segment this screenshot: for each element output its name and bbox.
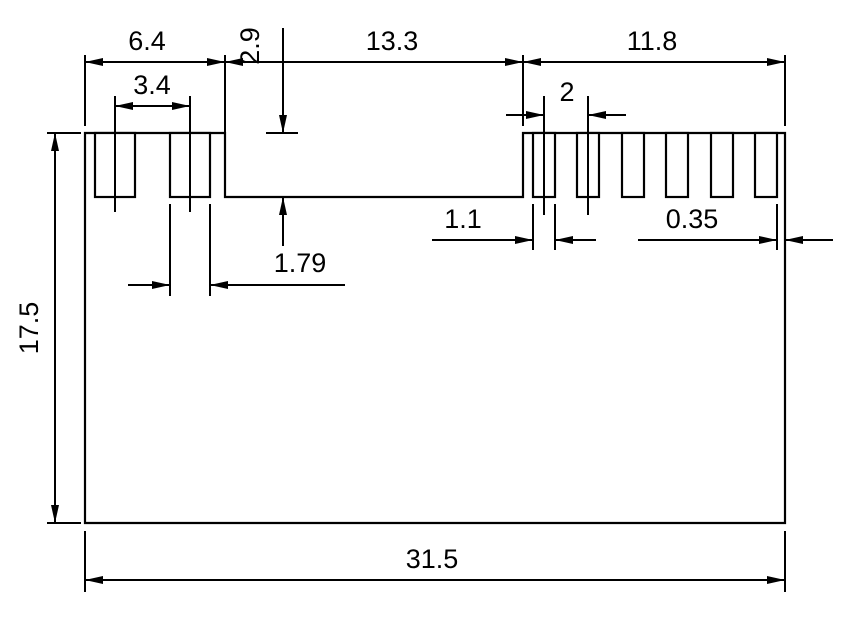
dim-label-13-3: 13.3 xyxy=(366,26,419,56)
dim-label-1-1: 1.1 xyxy=(444,204,482,234)
dim-label-6-4: 6.4 xyxy=(128,26,166,56)
dim-slot-depth: 2.9 xyxy=(235,27,298,246)
right-slot-3 xyxy=(620,131,646,199)
dim-label-2: 2 xyxy=(559,77,574,107)
dim-overall-width: 31.5 xyxy=(84,531,786,592)
dim-label-1-79: 1.79 xyxy=(274,248,327,278)
dim-right-slot-width: 1.1 xyxy=(432,204,596,250)
right-slot-4 xyxy=(664,131,690,199)
right-slot-6 xyxy=(753,131,779,199)
dim-label-17-5: 17.5 xyxy=(14,302,44,355)
dim-label-3-4: 3.4 xyxy=(133,70,171,100)
dim-center-recess-width: 13.3 xyxy=(225,26,524,126)
dim-right-slot-pitch: 2 xyxy=(506,77,626,215)
dim-overall-height: 17.5 xyxy=(14,132,81,524)
dim-label-31-5: 31.5 xyxy=(406,544,459,574)
right-slot-5 xyxy=(709,131,735,199)
part-outline xyxy=(83,131,787,525)
dim-left-slot-width: 1.79 xyxy=(128,204,345,296)
dim-label-2-9: 2.9 xyxy=(235,27,265,65)
dim-right-edge-margin: 0.35 xyxy=(638,204,833,250)
dim-right-section-width: 11.8 xyxy=(523,26,786,126)
dim-label-11-8: 11.8 xyxy=(627,26,678,56)
dim-label-0-35: 0.35 xyxy=(666,204,719,234)
dim-left-slot-pitch: 3.4 xyxy=(114,70,191,212)
dim-left-section-width: 6.4 xyxy=(84,26,226,133)
